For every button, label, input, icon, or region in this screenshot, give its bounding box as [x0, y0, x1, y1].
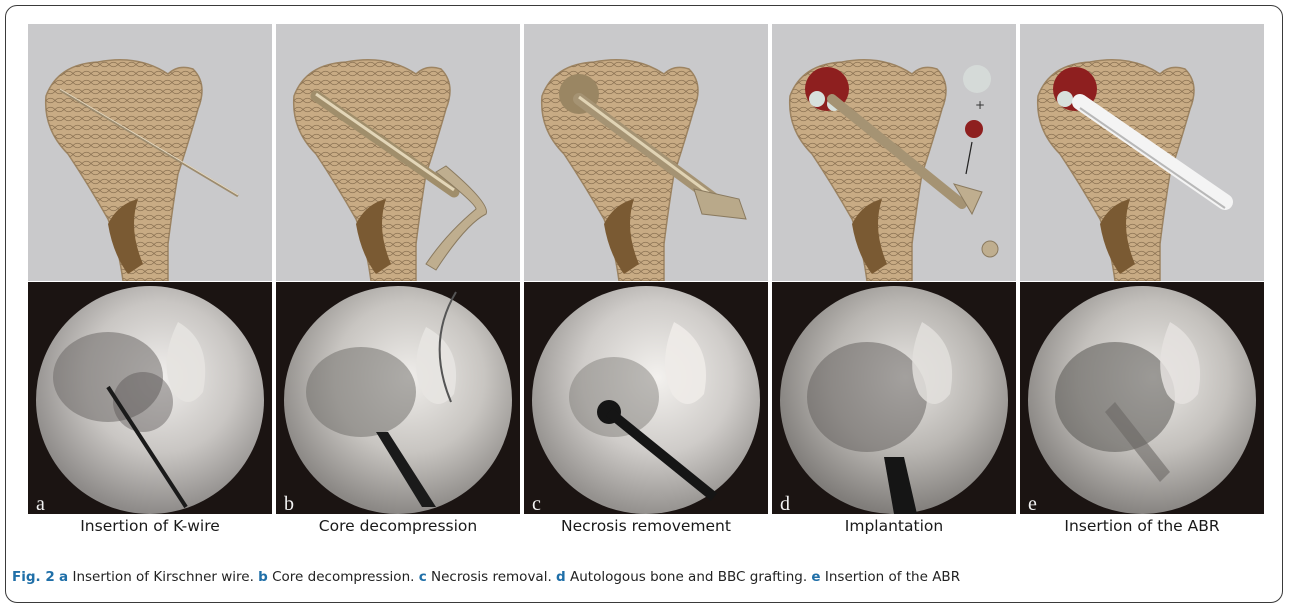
- panel-label-e: Insertion of the ABR: [1020, 517, 1264, 535]
- illustration-panel-c: [524, 24, 768, 281]
- panel-label-d: Implantation: [772, 517, 1016, 535]
- panel-label-a: Insertion of K-wire: [28, 517, 272, 535]
- xray-panel-a: a: [28, 282, 272, 514]
- caption-letter-a: a: [59, 569, 68, 585]
- panel-letter-e: e: [1028, 493, 1037, 514]
- figure-number: Fig. 2: [12, 569, 55, 585]
- panel-column-b: b Core decompression: [276, 24, 520, 544]
- caption-letter-b: b: [258, 569, 268, 585]
- panel-letter-d: d: [780, 493, 790, 514]
- panel-letter-c: c: [532, 493, 541, 514]
- femur-illustration-abr-insertion: [1020, 24, 1264, 281]
- caption-letter-e: e: [811, 569, 820, 585]
- fluoroscopy-image-c: c: [524, 282, 768, 514]
- xray-panel-e: e: [1020, 282, 1264, 514]
- xray-panel-c: c: [524, 282, 768, 514]
- caption-text-b: Core decompression.: [268, 569, 419, 585]
- panel-label-c: Necrosis removement: [524, 517, 768, 535]
- caption-text-d: Autologous bone and BBC grafting.: [566, 569, 812, 585]
- fluoroscopy-image-a: a: [28, 282, 272, 514]
- femur-illustration-implantation: +: [772, 24, 1016, 281]
- illustration-panel-d: +: [772, 24, 1016, 281]
- illustration-panel-a: [28, 24, 272, 281]
- panel-letter-b: b: [284, 493, 294, 514]
- fluoroscopy-image-d: d: [772, 282, 1016, 514]
- femur-illustration-k-wire: [28, 24, 272, 281]
- caption-letter-d: d: [556, 569, 566, 585]
- femur-illustration-core-decompression: [276, 24, 520, 281]
- panel-letter-a: a: [36, 493, 45, 514]
- figure-caption: Fig. 2 a Insertion of Kirschner wire. b …: [12, 569, 1272, 585]
- caption-text-c: Necrosis removal.: [427, 569, 556, 585]
- fluoroscopy-image-b: b: [276, 282, 520, 514]
- caption-text-a: Insertion of Kirschner wire.: [68, 569, 258, 585]
- figure-grid: a Insertion of K-wire: [28, 24, 1263, 544]
- panel-column-e: e Insertion of the ABR: [1020, 24, 1264, 544]
- panel-column-a: a Insertion of K-wire: [28, 24, 272, 544]
- panel-label-b: Core decompression: [276, 517, 520, 535]
- panel-column-d: + d Implan: [772, 24, 1016, 544]
- illustration-panel-b: [276, 24, 520, 281]
- svg-text:+: +: [975, 98, 985, 112]
- caption-letter-c: c: [419, 569, 427, 585]
- xray-panel-d: d: [772, 282, 1016, 514]
- femur-illustration-necrosis-removal: [524, 24, 768, 281]
- illustration-panel-e: [1020, 24, 1264, 281]
- panel-column-c: c Necrosis removement: [524, 24, 768, 544]
- caption-text-e: Insertion of the ABR: [821, 569, 961, 585]
- fluoroscopy-image-e: e: [1020, 282, 1264, 514]
- xray-panel-b: b: [276, 282, 520, 514]
